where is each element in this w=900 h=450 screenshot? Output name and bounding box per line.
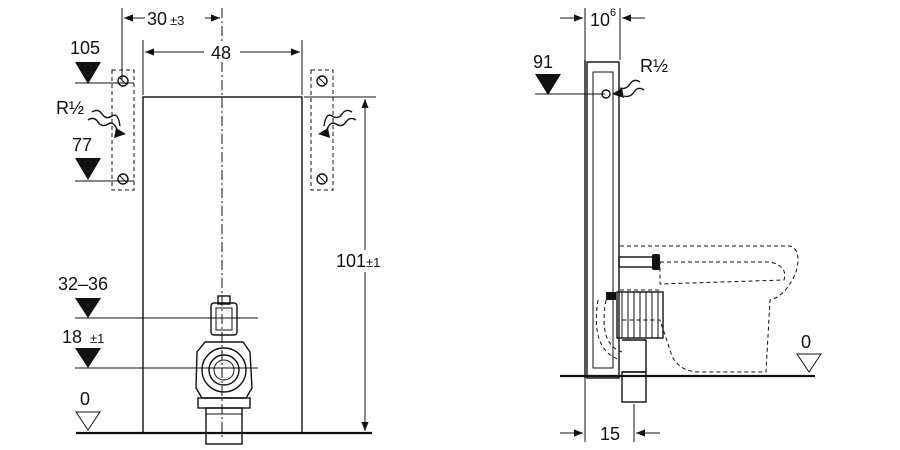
level-91: 91 (533, 52, 605, 95)
level-32-36: 32–36 (58, 274, 258, 319)
dim-bottom-value: 15 (600, 424, 620, 444)
thread-right: R½ (612, 56, 668, 98)
level-77: 77 (72, 135, 134, 182)
thread-right-label: R½ (640, 56, 668, 76)
level-32-36-label: 32–36 (58, 274, 108, 294)
level-77-label: 77 (72, 135, 92, 155)
flush-connector (618, 254, 660, 270)
level-0-front: 0 (75, 389, 372, 435)
dim-top-offset: 30 ±3 (121, 8, 223, 440)
water-connection (601, 89, 611, 99)
water-inlet-left-icon (87, 109, 126, 138)
right-bracket (310, 69, 334, 191)
left-bracket (111, 69, 135, 191)
side-view: 10 6 91 R½ (533, 7, 822, 444)
dim-bottom: 15 (560, 378, 660, 444)
level-0-side-label: 0 (801, 332, 811, 352)
dim-depth-sup: 6 (610, 7, 616, 19)
side-panel (586, 61, 620, 379)
level-18-tol: ±1 (90, 331, 104, 346)
level-105-label: 105 (70, 38, 100, 58)
wc-bowl-outline (620, 245, 799, 373)
thread-left-label: R½ (56, 98, 84, 118)
level-91-label: 91 (533, 52, 553, 72)
dim-top-offset-tol: ±3 (170, 13, 184, 28)
level-0-front-label: 0 (80, 389, 90, 409)
level-0-side: 0 (796, 332, 822, 373)
dim-depth: 10 6 (560, 7, 645, 60)
level-18-label: 18 (62, 327, 82, 347)
dim-width: 48 (142, 40, 303, 95)
drain-sleeve (606, 291, 664, 339)
level-18: 18 ±1 (62, 327, 258, 369)
dim-width-value: 48 (211, 43, 231, 63)
dim-top-offset-value: 30 (147, 9, 167, 29)
level-105: 105 (70, 38, 134, 84)
water-inlet-right-icon (318, 109, 357, 138)
drain-bend (595, 299, 647, 403)
dim-height-value: 101 (336, 251, 366, 271)
side-panel-inner (592, 71, 614, 369)
dim-height: 101 ±1 (304, 96, 396, 431)
dim-depth-value: 10 (590, 10, 610, 30)
drain-fitting (195, 295, 253, 445)
dim-height-tol: ±1 (366, 255, 380, 270)
front-view: 30 ±3 48 (56, 8, 396, 445)
